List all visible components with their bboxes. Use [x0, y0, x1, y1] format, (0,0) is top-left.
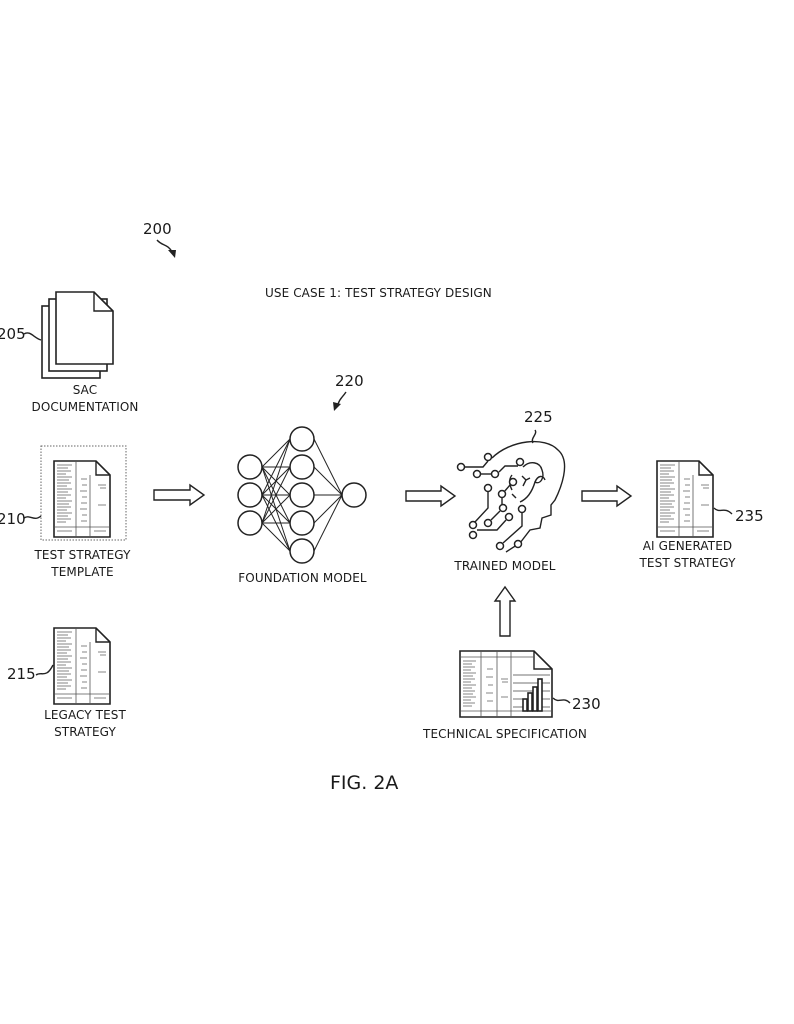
ref-230: 230 [572, 695, 601, 713]
label-test-strategy-template: TEST STRATEGY TEMPLATE [15, 547, 150, 581]
network-connection [313, 438, 343, 496]
label-line: DOCUMENTATION [31, 400, 139, 414]
label-ai-generated-test-strategy: AI GENERATED TEST STRATEGY [620, 538, 755, 572]
label-sac-documentation: SAC DOCUMENTATION [20, 382, 150, 416]
network-connection [261, 438, 291, 468]
label-line: SAC [72, 383, 98, 397]
network-node [289, 510, 315, 536]
leader-line-235 [713, 507, 733, 515]
flow-arrow-right [581, 484, 633, 508]
leader-line-230 [552, 697, 571, 704]
figure-reference-leader [156, 239, 176, 258]
network-node [289, 482, 315, 508]
network-connection [261, 438, 291, 524]
network-node [237, 454, 263, 480]
leader-line-210 [23, 515, 42, 519]
ref-215: 215 [7, 665, 36, 683]
spreadsheet-document-icon [656, 460, 714, 538]
label-foundation-model: FOUNDATION MODEL [238, 571, 367, 585]
ref-210: 210 [0, 510, 26, 528]
ref-220: 220 [335, 372, 364, 390]
diagram-title: USE CASE 1: TEST STRATEGY DESIGN [265, 286, 492, 300]
network-node [289, 426, 315, 452]
neural-network-icon [237, 426, 367, 564]
label-line: TEMPLATE [51, 565, 114, 579]
network-connection [261, 522, 291, 552]
label-line: TEST STRATEGY [34, 548, 131, 562]
network-node [237, 482, 263, 508]
spreadsheet-chart-document-icon [459, 650, 553, 718]
leader-arrow-220 [333, 391, 347, 411]
spreadsheet-document-icon [53, 627, 111, 705]
label-trained-model: TRAINED MODEL [454, 559, 556, 573]
network-connection [261, 494, 291, 524]
label-line: AI GENERATED [642, 539, 733, 553]
network-connection [313, 494, 343, 524]
ref-235: 235 [735, 507, 764, 525]
flow-arrow-up [493, 585, 517, 637]
ai-head-circuit-icon [456, 429, 566, 553]
network-node [237, 510, 263, 536]
network-connection [261, 438, 291, 496]
network-connection [313, 494, 343, 552]
flow-arrow-right [405, 484, 457, 508]
ref-205: 205 [0, 325, 26, 343]
flow-arrow-right [153, 483, 206, 507]
network-connection [261, 466, 291, 524]
label-technical-specification: TECHNICAL SPECIFICATION [423, 727, 587, 741]
network-node [289, 538, 315, 564]
figure-reference-number: 200 [143, 220, 172, 238]
leader-line-205 [23, 332, 42, 341]
network-connection [313, 466, 343, 496]
figure-caption: FIG. 2A [330, 772, 399, 794]
template-highlight-box [40, 445, 127, 541]
spreadsheet-document-icon [53, 460, 111, 538]
label-line: TEST STRATEGY [639, 556, 736, 570]
ref-225: 225 [524, 408, 553, 426]
network-node [341, 482, 367, 508]
label-line: STRATEGY [54, 725, 116, 739]
label-line: LEGACY TEST [44, 708, 126, 722]
leader-line-215 [35, 664, 54, 676]
label-legacy-test-strategy: LEGACY TEST STRATEGY [20, 707, 150, 741]
network-node [289, 454, 315, 480]
stacked-documents-icon [41, 291, 114, 379]
